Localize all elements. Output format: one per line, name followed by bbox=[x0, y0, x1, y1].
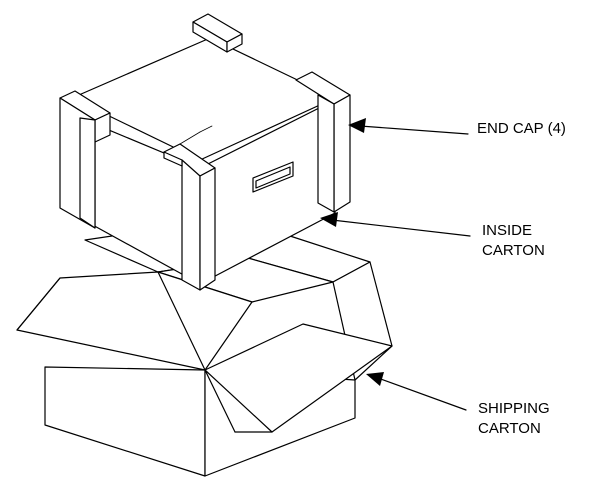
end-cap-front bbox=[163, 143, 216, 291]
end-cap-label: END CAP (4) bbox=[477, 119, 566, 139]
shipping-carton bbox=[16, 225, 393, 477]
shipping-carton-front-face bbox=[44, 366, 206, 477]
inside-carton-arrow bbox=[320, 212, 471, 237]
inside-carton-label: INSIDE CARTON bbox=[482, 221, 545, 261]
end-cap-label-text: END CAP (4) bbox=[477, 120, 566, 137]
end-cap-back bbox=[192, 13, 243, 53]
end-cap-left bbox=[59, 90, 111, 229]
shipping-carton-side-flap bbox=[204, 323, 393, 433]
leader-arrows bbox=[320, 118, 471, 411]
shipping-carton-label-line-1: SHIPPING bbox=[478, 400, 550, 417]
inside-carton-handle-inner bbox=[255, 166, 291, 189]
end-cap-arrow bbox=[348, 118, 469, 135]
shipping-carton-arrow bbox=[366, 372, 467, 411]
shipping-carton-label: SHIPPING CARTON bbox=[478, 399, 550, 439]
shipping-carton-label-line-2: CARTON bbox=[478, 420, 541, 437]
end-cap-right bbox=[295, 71, 351, 213]
inside-carton-label-line-2: CARTON bbox=[482, 242, 545, 259]
inside-carton-label-line-1: INSIDE bbox=[482, 222, 533, 239]
end-caps bbox=[59, 13, 351, 291]
